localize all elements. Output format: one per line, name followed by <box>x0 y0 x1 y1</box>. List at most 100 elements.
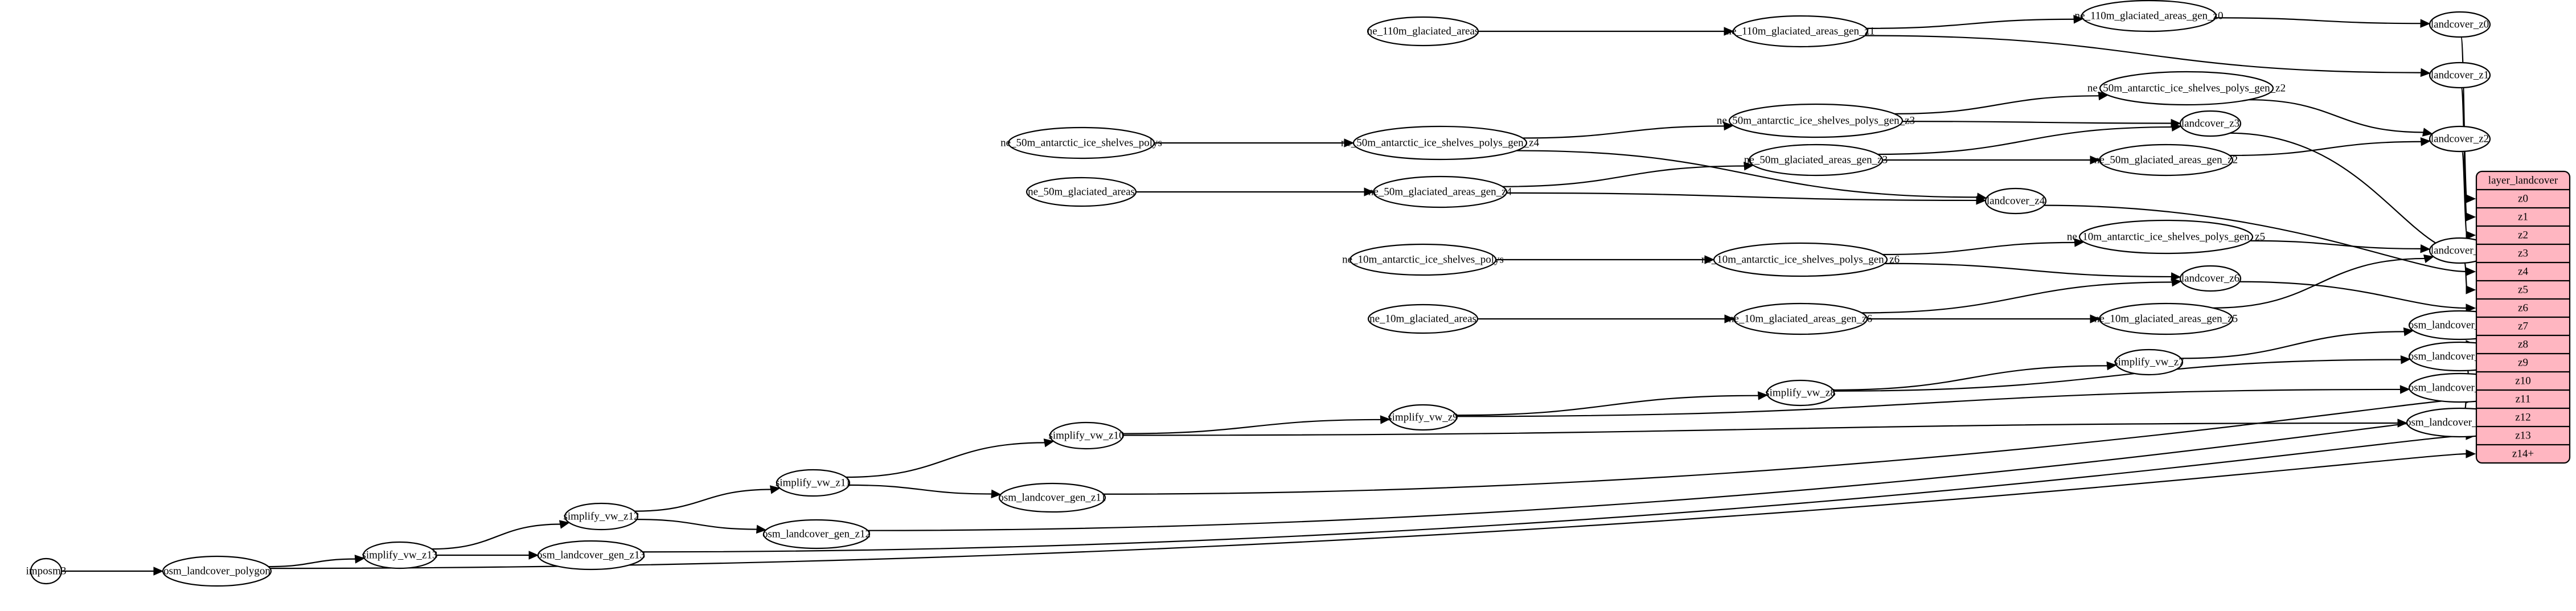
node-ellipse <box>762 519 871 550</box>
edge-ne_50m_antarctic_ice_shelves_polys_gen_z4-to-landcover_z4 <box>1516 150 1979 198</box>
node-ne_50m_glaciated_areas_gen_z4[interactable]: ne_50m_glaciated_areas_gen_z4 <box>1368 175 1512 208</box>
node-landcover_z4[interactable]: landcover_z4 <box>1984 187 2047 215</box>
edge-arrowhead <box>1724 314 1735 323</box>
edge-arrowhead <box>1043 438 1055 448</box>
edge-arrowhead <box>2466 212 2476 222</box>
edge-landcover_z6-to-layer_landcover_z6 <box>2239 281 2468 309</box>
table-row-z0[interactable]: z0 <box>2518 193 2528 205</box>
table-row-z7[interactable]: z7 <box>2518 321 2528 333</box>
edge-arrowhead <box>2073 15 2084 24</box>
table-row-z3[interactable]: z3 <box>2518 248 2528 260</box>
node-ellipse <box>1728 103 1904 138</box>
table-row-z5[interactable]: z5 <box>2518 284 2528 296</box>
edge-arrowhead <box>528 551 539 560</box>
edge-ne_50m_antarctic_ice_shelves_polys_gen_z4-to-ne_50m_antarctic_ice_shelves_polys_gen_z3 <box>1523 125 1725 139</box>
node-label: simplify_vw_z9 <box>1388 412 1458 424</box>
edge-arrowhead <box>769 485 781 494</box>
node-ellipse <box>2429 61 2491 89</box>
node-landcover_z0[interactable]: landcover_z0 <box>2429 11 2491 38</box>
table-row-z9[interactable]: z9 <box>2518 357 2528 369</box>
node-ellipse <box>162 555 272 587</box>
edge-ne_50m_antarctic_ice_shelves_polys_gen_z3-to-landcover_z3 <box>1902 120 2173 124</box>
edge-arrowhead <box>2466 267 2476 276</box>
node-label: osm_landcover_polygon <box>163 565 270 577</box>
node-simplify_vw_z10[interactable]: simplify_vw_z10 <box>1049 421 1125 450</box>
node-label: ne_10m_glaciated_areas <box>1369 313 1476 325</box>
node-ne_10m_antarctic_ice_shelves_polys_gen_z6[interactable]: ne_10m_antarctic_ice_shelves_polys_gen_z… <box>1701 242 1900 277</box>
node-simplify_vw_z11[interactable]: simplify_vw_z11 <box>776 469 851 497</box>
table-row-z4[interactable]: z4 <box>2518 266 2528 278</box>
table-row-z12[interactable]: z12 <box>2515 412 2530 424</box>
node-osm_landcover_polygon[interactable]: osm_landcover_polygon <box>162 555 272 587</box>
node-label: ne_50m_glaciated_areas_gen_z2 <box>2094 154 2238 166</box>
node-ne_50m_antarctic_ice_shelves_polys_gen_z3[interactable]: ne_50m_antarctic_ice_shelves_polys_gen_z… <box>1717 103 1915 138</box>
table-row-z10[interactable]: z10 <box>2515 375 2530 387</box>
edge-simplify_vw_z7-to-osm_landcover_gen_z7 <box>2181 331 2406 359</box>
node-label: ne_50m_glaciated_areas <box>1028 186 1135 198</box>
edge-ne_110m_glaciated_areas_gen_z0-to-landcover_z0 <box>2216 17 2422 24</box>
node-imposm3[interactable]: imposm3 <box>26 557 67 585</box>
node-ne_10m_antarctic_ice_shelves_polys_gen_z5[interactable]: ne_10m_antarctic_ice_shelves_polys_gen_z… <box>2067 219 2265 255</box>
node-landcover_z3[interactable]: landcover_z3 <box>2179 110 2242 137</box>
edge-landcover_z0-to-layer_landcover_z0 <box>2460 36 2468 200</box>
node-ne_10m_glaciated_areas_gen_z5[interactable]: ne_10m_glaciated_areas_gen_z5 <box>2094 302 2238 335</box>
node-simplify_vw_z13[interactable]: simplify_vw_z13 <box>362 541 438 569</box>
node-ne_50m_antarctic_ice_shelves_polys_gen_z4[interactable]: ne_50m_antarctic_ice_shelves_polys_gen_z… <box>1341 125 1540 161</box>
node-label: osm_landcover_gen_z11 <box>998 492 1106 504</box>
node-osm_landcover_gen_z12[interactable]: osm_landcover_gen_z12 <box>762 519 871 550</box>
edge-ne_50m_glaciated_areas_gen_z3-to-landcover_z3 <box>1877 126 2173 155</box>
edge-arrowhead <box>756 524 767 534</box>
edge-arrowhead <box>1344 138 1355 147</box>
node-label: ne_50m_antarctic_ice_shelves_polys_gen_z… <box>2087 83 2286 95</box>
edge-ne_50m_glaciated_areas_gen_z4-to-ne_50m_glaciated_areas_gen_z3 <box>1502 165 1746 187</box>
table-header-label: layer_landcover <box>2488 175 2558 187</box>
table-row-z1[interactable]: z1 <box>2518 211 2528 223</box>
edge-arrowhead <box>2090 314 2101 323</box>
edge-arrowhead <box>2420 19 2431 28</box>
edge-ne_10m_glaciated_areas_gen_z6-to-landcover_z6 <box>1861 281 2173 314</box>
node-label: landcover_z6 <box>2181 273 2239 285</box>
node-ne_10m_glaciated_areas[interactable]: ne_10m_glaciated_areas <box>1367 304 1479 334</box>
node-ne_110m_glaciated_areas[interactable]: ne_110m_glaciated_areas <box>1367 16 1479 47</box>
node-label: ne_110m_glaciated_areas <box>1367 26 1479 38</box>
edge-arrowhead <box>2400 355 2411 364</box>
edge-arrowhead <box>2466 285 2476 294</box>
node-ellipse <box>2098 143 2234 177</box>
node-landcover_z1[interactable]: landcover_z1 <box>2429 61 2491 89</box>
node-ellipse <box>1733 302 1868 335</box>
node-ne_50m_antarctic_ice_shelves_polys_gen_z2[interactable]: ne_50m_antarctic_ice_shelves_polys_gen_z… <box>2087 71 2286 106</box>
table-row-z8[interactable]: z8 <box>2518 339 2528 351</box>
table-row-z6[interactable]: z6 <box>2518 302 2528 314</box>
edge-simplify_vw_z9-to-osm_landcover_gen_z9 <box>1456 388 2402 417</box>
node-label: landcover_z4 <box>1987 195 2045 207</box>
node-ne_110m_glaciated_areas_gen_z1[interactable]: ne_110m_glaciated_areas_gen_z1 <box>1726 15 1875 48</box>
node-ne_10m_antarctic_ice_shelves_polys[interactable]: ne_10m_antarctic_ice_shelves_polys <box>1342 243 1504 276</box>
node-ne_50m_glaciated_areas_gen_z3[interactable]: ne_50m_glaciated_areas_gen_z3 <box>1744 143 1888 177</box>
table-row-z2[interactable]: z2 <box>2518 229 2528 241</box>
edge-arrowhead <box>1723 121 1734 131</box>
node-ne_110m_glaciated_areas_gen_z0[interactable]: ne_110m_glaciated_areas_gen_z0 <box>2075 0 2224 32</box>
node-osm_landcover_gen_z11[interactable]: osm_landcover_gen_z11 <box>998 482 1106 513</box>
table-row-z14+[interactable]: z14+ <box>2512 448 2534 460</box>
table-row-z13[interactable]: z13 <box>2515 430 2530 442</box>
node-ne_50m_glaciated_areas[interactable]: ne_50m_glaciated_areas <box>1026 177 1137 207</box>
edge-ne_110m_glaciated_areas_gen_z1-to-landcover_z1 <box>1865 35 2422 73</box>
node-ellipse <box>537 540 645 571</box>
node-ne_50m_glaciated_areas_gen_z2[interactable]: ne_50m_glaciated_areas_gen_z2 <box>2094 143 2238 177</box>
node-simplify_vw_z7[interactable]: simplify_vw_z7 <box>2114 348 2184 376</box>
node-landcover_z2[interactable]: landcover_z2 <box>2429 125 2491 153</box>
edge-arrowhead <box>2420 244 2431 253</box>
node-ne_10m_glaciated_areas_gen_z6[interactable]: ne_10m_glaciated_areas_gen_z6 <box>1729 302 1872 335</box>
node-landcover_z6[interactable]: landcover_z6 <box>2179 265 2242 292</box>
edge-arrowhead <box>2420 137 2431 146</box>
node-simplify_vw_z12[interactable]: simplify_vw_z12 <box>564 502 639 531</box>
node-osm_landcover_gen_z13[interactable]: osm_landcover_gen_z13 <box>537 540 645 571</box>
node-label: ne_110m_glaciated_areas_gen_z1 <box>1726 26 1875 38</box>
node-ne_50m_antarctic_ice_shelves_polys[interactable]: ne_50m_antarctic_ice_shelves_polys <box>1000 126 1162 159</box>
node-simplify_vw_z8[interactable]: simplify_vw_z8 <box>1765 379 1836 407</box>
edge-simplify_vw_z10-to-osm_landcover_gen_z10 <box>1122 422 2399 436</box>
edge-arrowhead <box>1744 161 1754 171</box>
node-simplify_vw_z9[interactable]: simplify_vw_z9 <box>1388 404 1458 431</box>
table-row-z11[interactable]: z11 <box>2516 393 2531 405</box>
